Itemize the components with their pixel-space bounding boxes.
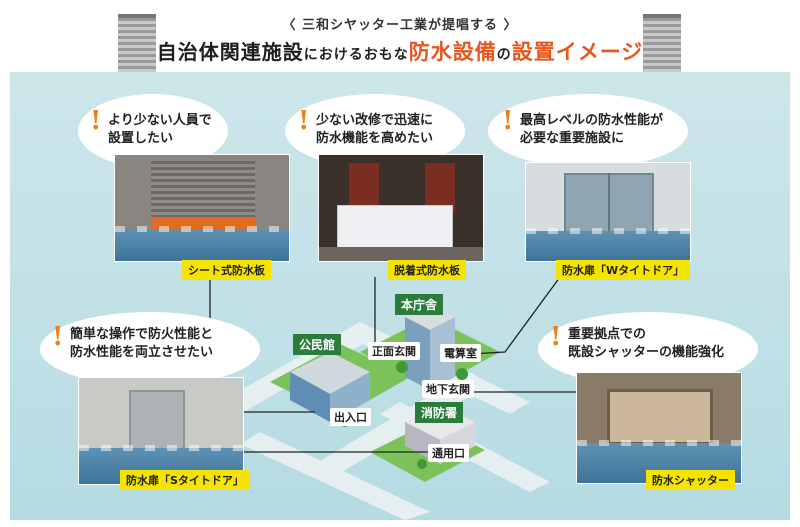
- card-1-label: シート式防水板: [182, 260, 271, 280]
- photo-sheet-barrier: [114, 154, 290, 262]
- floor-graphic: [319, 247, 483, 261]
- card-1-text-line-1: より少ない人員で: [108, 113, 212, 128]
- card-2-text-line-2: 防水機能を高めたい: [316, 131, 434, 146]
- place-label-chika-genkan: 地下玄関: [422, 380, 474, 398]
- title-part-5: の: [496, 47, 512, 63]
- card-5-text-line-2: 既設シャッターの機能強化: [568, 345, 725, 360]
- title-part-3: おもな: [363, 47, 409, 63]
- card-1-text: より少ない人員で 設置したい: [108, 112, 212, 148]
- exclamation-icon: !: [298, 106, 310, 136]
- elevator-graphic: [425, 163, 455, 213]
- exclamation-icon: !: [52, 322, 64, 352]
- water-graphic: [115, 226, 289, 261]
- door-seam-graphic: [608, 173, 610, 237]
- exclamation-icon: !: [502, 106, 514, 136]
- elevator-graphic: [349, 163, 379, 213]
- exclamation-icon: !: [550, 322, 562, 352]
- card-2-label: 脱着式防水板: [388, 260, 466, 280]
- header-subtitle: 〈 三和シヤッター工業が提唱する 〉: [282, 18, 518, 33]
- place-label-shomen-genkan: 正面玄関: [368, 342, 420, 360]
- place-label-densanshitsu: 電算室: [440, 344, 481, 362]
- exclamation-icon: !: [90, 106, 102, 136]
- photo-s-tight-door: [78, 377, 244, 485]
- building-label-honchosha: 本庁舎: [395, 294, 444, 315]
- header: 〈 三和シヤッター工業が提唱する 〉 自治体関連施設におけるおもな防水設備の設置…: [0, 0, 800, 72]
- bubble-3: [488, 94, 688, 168]
- card-4-text: 簡単な操作で防火性能と 防水性能を両立させたい: [70, 326, 213, 362]
- photo-removable-barrier: [318, 154, 484, 262]
- title-part-2: における: [303, 47, 364, 63]
- building-label-kominkan: 公民館: [293, 334, 342, 355]
- card-4-text-line-2: 防水性能を両立させたい: [70, 345, 214, 360]
- card-1-text-line-2: 設置したい: [108, 131, 174, 146]
- card-3-text-line-2: 必要な重要施設に: [520, 131, 625, 146]
- title-part-1: 自治体関連施設: [156, 40, 304, 64]
- white-panel-graphic: [337, 205, 453, 251]
- photo-flood-shutter: [576, 372, 742, 484]
- title-part-6: 設置イメージ: [511, 40, 644, 64]
- shutter-opening-graphic: [607, 389, 713, 445]
- card-3-label: 防水扉「Wタイトドア」: [556, 260, 691, 280]
- card-4-label: 防水扉「Sタイトドア」: [120, 470, 250, 490]
- card-2-text: 少ない改修で迅速に 防水機能を高めたい: [316, 112, 433, 148]
- shutter-decoration-left: [118, 14, 156, 72]
- building-label-shobosho: 消防署: [415, 402, 464, 423]
- place-label-tsuyoguchi: 通用口: [428, 444, 469, 462]
- card-5-text-line-1: 重要拠点での: [568, 327, 647, 342]
- card-5-label: 防水シャッター: [646, 470, 735, 490]
- main-panel: ! より少ない人員で 設置したい シート式防水板 ! 少ない改修で迅速に 防水機…: [10, 72, 790, 520]
- card-5-text: 重要拠点での 既設シャッターの機能強化: [568, 326, 724, 362]
- photo-w-tight-door: [525, 162, 691, 262]
- water-graphic: [526, 228, 690, 261]
- card-4-text-line-1: 簡単な操作で防火性能と: [70, 327, 214, 342]
- header-title: 自治体関連施設におけるおもな防水設備の設置イメージ: [0, 36, 800, 66]
- place-label-deiriguchi: 出入口: [330, 408, 371, 426]
- title-part-4: 防水設備: [408, 40, 497, 64]
- card-3-text-line-1: 最高レベルの防水性能が: [520, 113, 664, 128]
- bubble-4: [40, 312, 260, 386]
- card-2-text-line-1: 少ない改修で迅速に: [316, 113, 434, 128]
- shutter-decoration-right: [643, 14, 681, 72]
- card-3-text: 最高レベルの防水性能が 必要な重要施設に: [520, 112, 663, 148]
